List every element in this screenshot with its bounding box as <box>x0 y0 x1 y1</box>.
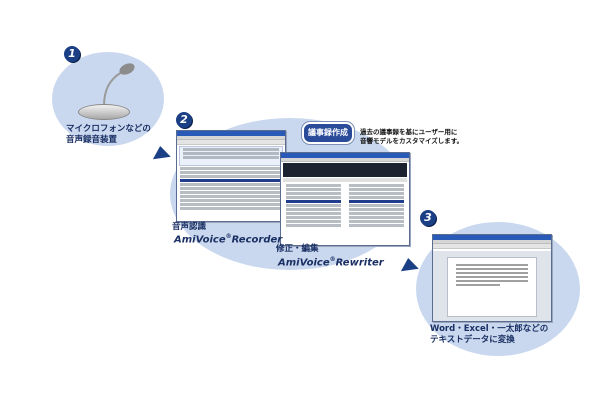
step3-caption: Word・Excel・一太郎などの テキストデータに変換 <box>430 324 548 346</box>
recorder-product-name: AmiVoice <box>174 234 226 246</box>
step3-caption-line2: テキストデータに変換 <box>430 335 515 345</box>
recorder-titlebar <box>177 131 285 136</box>
minutes-badge: 議事録作成 <box>304 124 352 142</box>
step1-caption-line1: マイクロフォンなどの <box>66 124 151 134</box>
rewriter-titlebar <box>281 153 409 158</box>
microphone-icon <box>103 63 135 107</box>
rewriter-waveform <box>283 163 407 177</box>
recorder-window <box>176 130 286 222</box>
recorder-product: AmiVoice®Recorder <box>174 233 282 245</box>
rewriter-product-suffix: Rewriter <box>335 257 384 269</box>
badge-description: 過去の議事録を基にユーザー用に 音響モデルをカスタマイズします。 <box>360 128 463 146</box>
step-number-1: 1 <box>64 46 80 62</box>
step-number-3: 3 <box>420 210 436 226</box>
step1-background <box>52 52 164 146</box>
recorder-product-suffix: Recorder <box>231 234 283 246</box>
rewriter-label: 修正・編集 <box>276 244 319 254</box>
registered-mark: ® <box>225 233 232 240</box>
recorder-label: 音声認識 <box>172 222 207 232</box>
badge-desc-line1: 過去の議事録を基にユーザー用に <box>360 128 458 136</box>
rewriter-product-name: AmiVoice <box>278 257 330 269</box>
rewriter-window <box>280 152 410 246</box>
rewriter-product: AmiVoice®Rewriter <box>278 256 384 268</box>
step-number-2: 2 <box>176 112 192 128</box>
step1-caption-line2: 音声録音装置 <box>66 135 118 145</box>
step3-caption-line1: Word・Excel・一太郎などの <box>430 324 549 334</box>
registered-mark: ® <box>329 256 336 263</box>
document-titlebar <box>433 235 551 240</box>
badge-desc-line2: 音響モデルをカスタマイズします。 <box>360 137 464 145</box>
step1-caption: マイクロフォンなどの 音声録音装置 <box>66 124 151 146</box>
recorder-upper-pane <box>179 146 283 166</box>
flow-arrow-2 <box>399 256 419 272</box>
microphone-base <box>78 104 130 120</box>
document-page <box>447 257 537 317</box>
document-window <box>432 234 552 322</box>
flow-arrow-1 <box>151 144 171 160</box>
